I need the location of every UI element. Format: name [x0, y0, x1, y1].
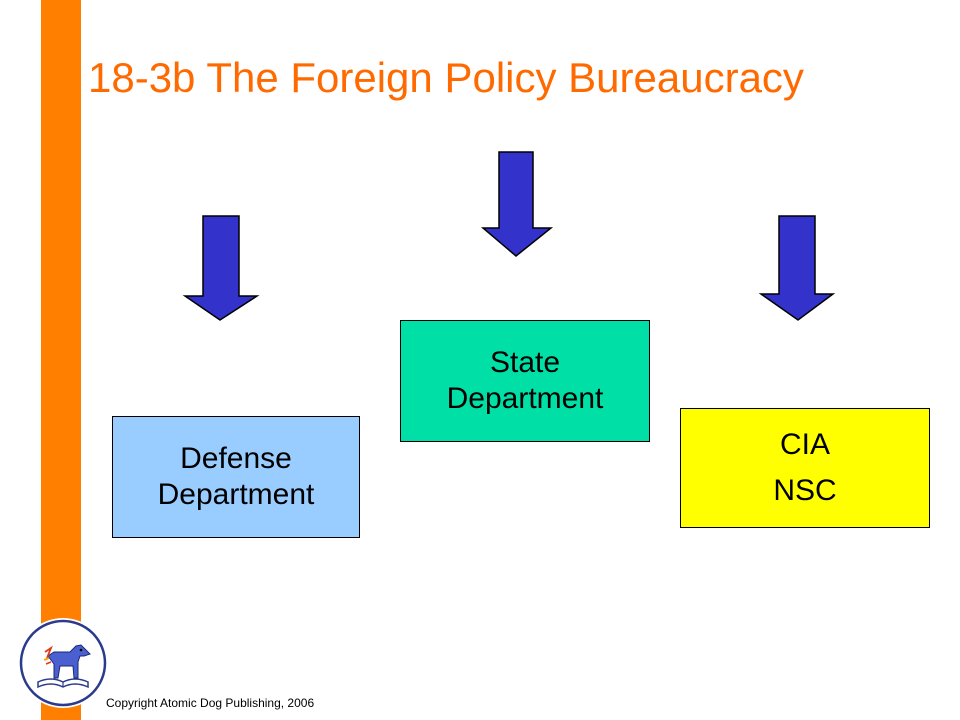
state-box-line1: State	[489, 346, 561, 379]
copyright-notice: Copyright Atomic Dog Publishing, 2006	[106, 696, 315, 710]
defense-box-line2: Department	[157, 478, 315, 511]
cia-box-line1: CIA	[779, 428, 830, 461]
down-arrow-icon-cia	[758, 215, 836, 321]
defense-department-box: Defense Department	[112, 416, 360, 538]
down-arrow-icon-state	[480, 151, 554, 257]
slide-title: 18-3b The Foreign Policy Bureaucracy	[88, 54, 804, 101]
defense-box-line1: Defense	[180, 442, 292, 475]
state-department-box: State Department	[400, 320, 650, 442]
state-box-line2: Department	[446, 382, 604, 415]
accent-side-bar	[41, 0, 81, 720]
cia-nsc-box: CIA NSC	[680, 408, 930, 528]
cia-box-line2: NSC	[773, 474, 837, 507]
atomic-dog-logo-icon	[18, 618, 108, 708]
down-arrow-icon-defense	[182, 215, 260, 321]
